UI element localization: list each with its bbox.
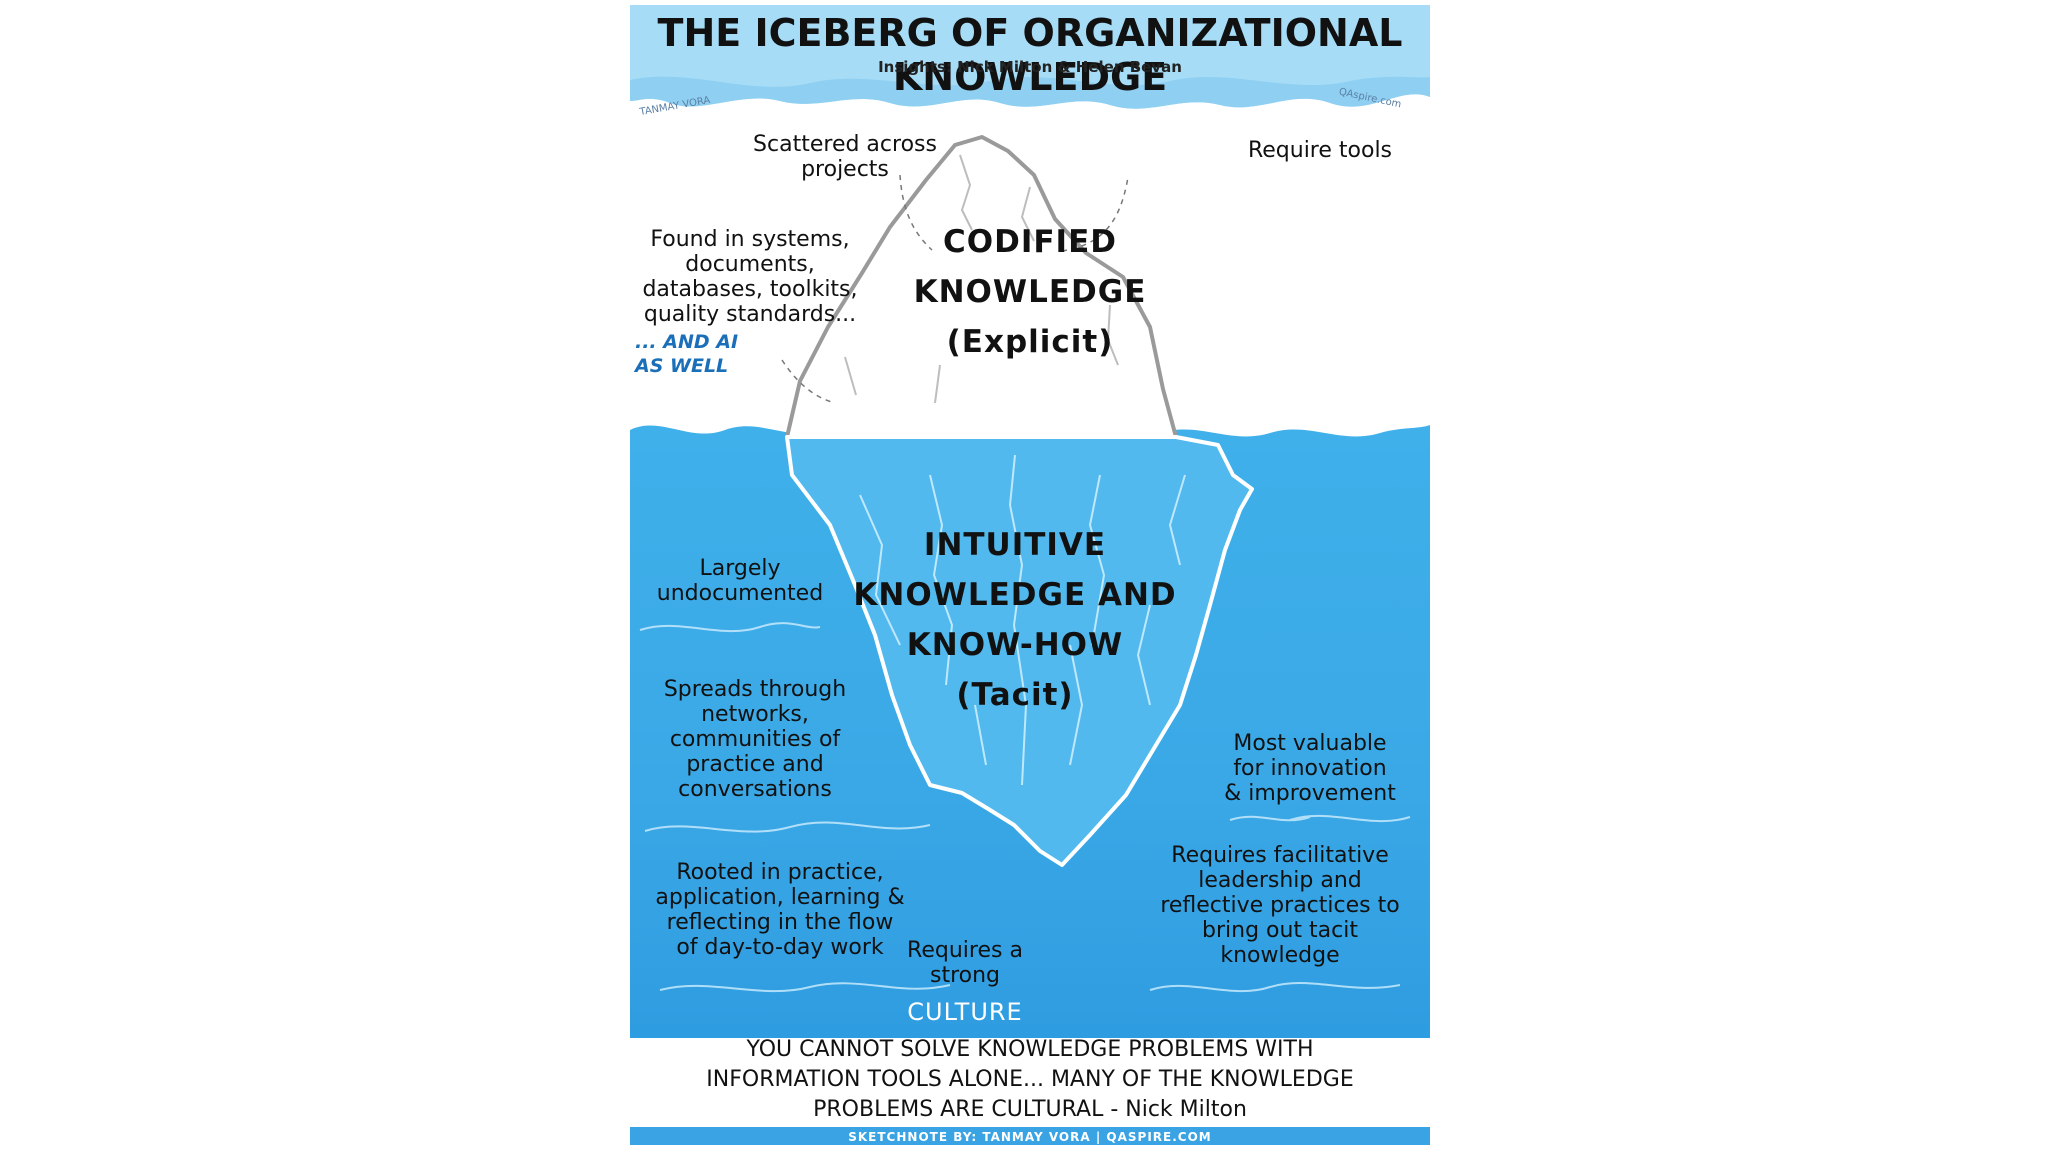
note-found-in: Found in systems, documents, databases, … <box>630 227 870 327</box>
poster-subtitle: Insights: Nick Milton & Helen Bevan <box>630 58 1430 76</box>
note-scattered: Scattered across projects <box>730 132 960 182</box>
note-facilitative: Requires facilitative leadership and ref… <box>1130 843 1430 968</box>
codified-knowledge-label: CODIFIED KNOWLEDGE (Explicit) <box>850 217 1210 367</box>
note-spreads: Spreads through networks, communities of… <box>630 677 880 802</box>
footer-credit: SKETCHNOTE BY: TANMAY VORA | QASPIRE.COM <box>630 1130 1430 1145</box>
note-most-valuable: Most valuable for innovation & improveme… <box>1190 731 1430 806</box>
closing-quote: YOU CANNOT SOLVE KNOWLEDGE PROBLEMS WITH… <box>630 1035 1430 1125</box>
poster-title: THE ICEBERG OF ORGANIZATIONAL KNOWLEDGE <box>630 11 1430 99</box>
note-require-tools: Require tools <box>1220 138 1420 163</box>
culture-label: CULTURE <box>885 998 1045 1026</box>
note-undocumented: Largely undocumented <box>630 556 850 606</box>
sketchnote-poster: THE ICEBERG OF ORGANIZATIONAL KNOWLEDGE … <box>630 5 1430 1145</box>
note-requires-a: Requires a strong <box>885 938 1045 988</box>
note-and-ai: ... AND AI AS WELL <box>635 330 755 378</box>
